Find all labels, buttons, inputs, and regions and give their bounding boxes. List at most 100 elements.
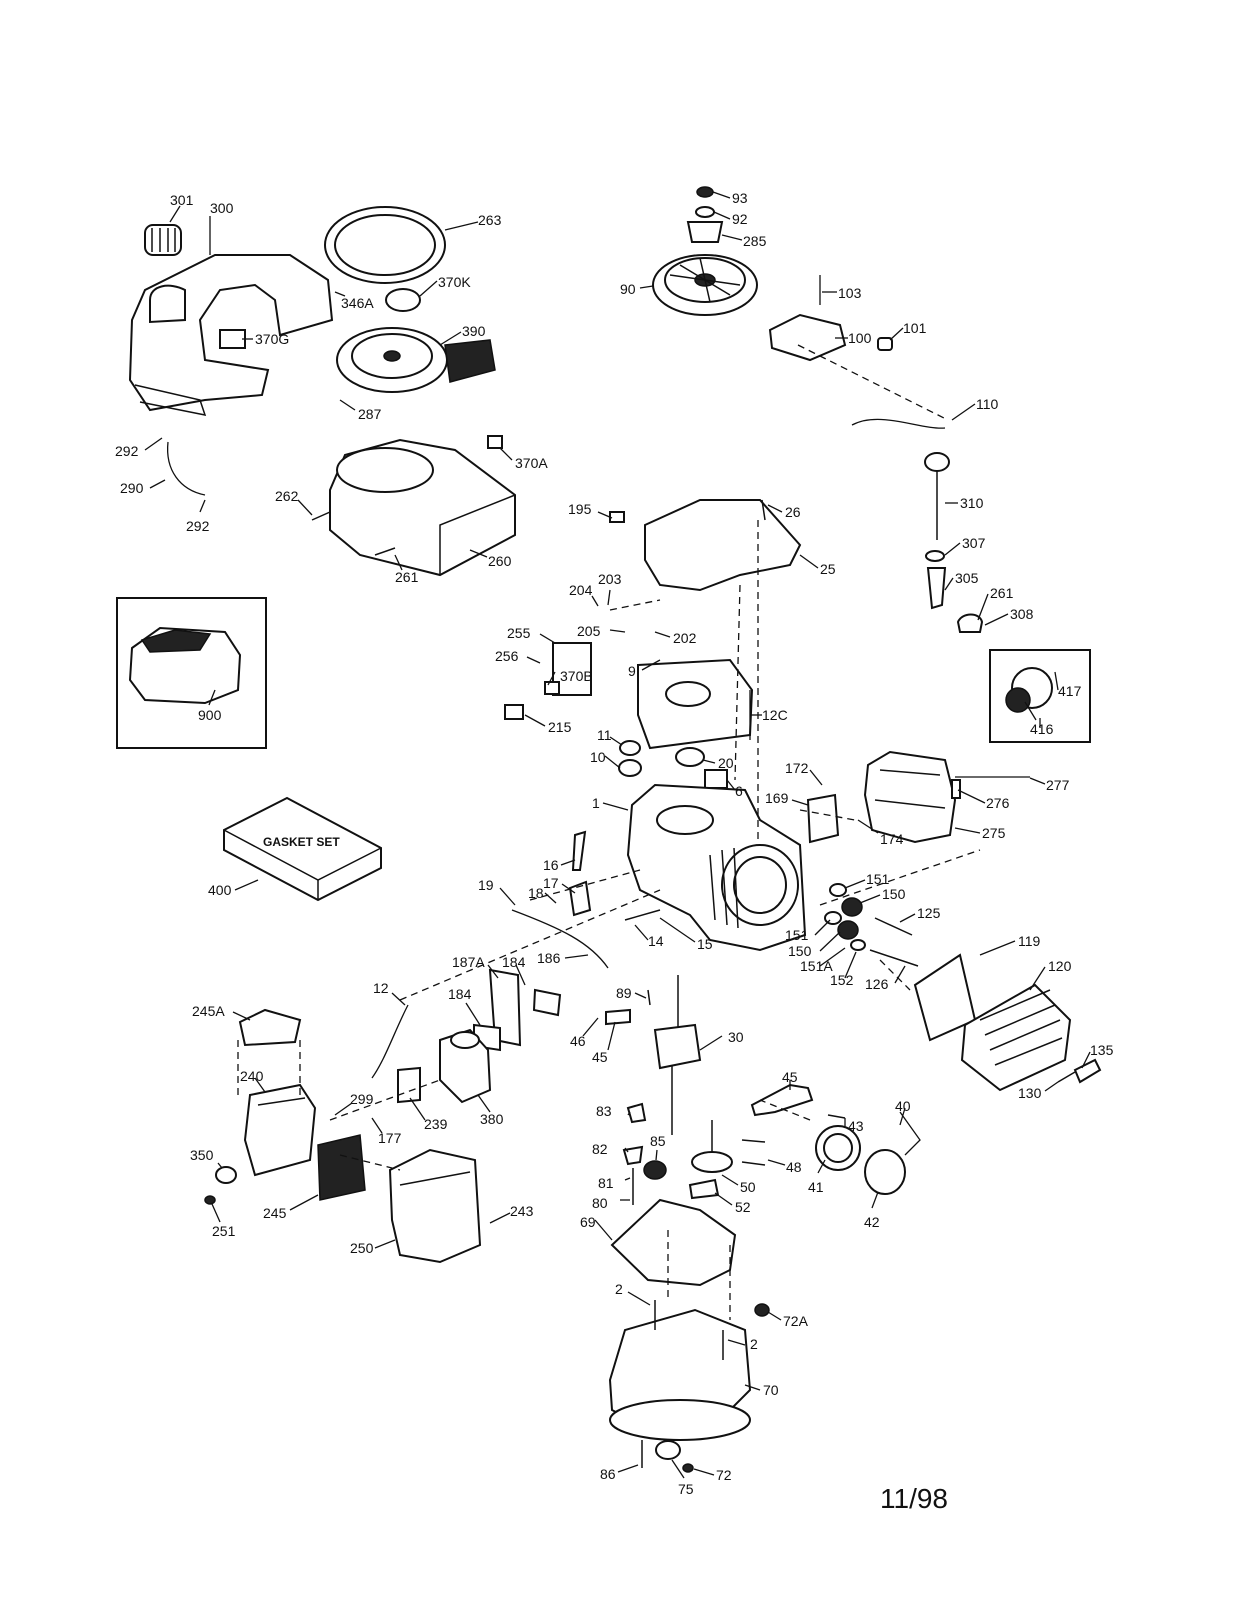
callout-350: 350 — [190, 1147, 214, 1163]
callout-307: 307 — [962, 535, 986, 551]
fuel-cap-drawing — [144, 224, 182, 256]
camshaft-drawing — [688, 1120, 733, 1200]
air-filter-cover-top-drawing — [238, 1008, 302, 1047]
callout-93: 93 — [732, 190, 748, 206]
block-6-drawing — [704, 769, 728, 789]
key-89-drawing — [647, 989, 651, 1006]
callout-103: 103 — [838, 285, 862, 301]
tappet-2-drawing — [741, 1161, 766, 1166]
callout-240: 240 — [240, 1068, 264, 1084]
callout-400: 400 — [208, 882, 232, 898]
engine-assembly-drawing — [128, 626, 242, 705]
cylinder-head-drawing — [960, 983, 1072, 1092]
callout-300: 300 — [210, 200, 234, 216]
callout-150a: 150 — [882, 886, 906, 902]
screw-26-drawing — [761, 499, 766, 521]
callout-100: 100 — [848, 330, 872, 346]
piston-pin-drawing — [827, 1114, 846, 1119]
callout-40: 40 — [895, 1098, 911, 1114]
callout-380: 380 — [480, 1111, 504, 1127]
callout-292b: 292 — [186, 518, 210, 534]
carburetor-drawing — [439, 1028, 492, 1104]
fuel-line-drawing — [167, 441, 206, 496]
seal-20-drawing — [675, 747, 705, 767]
callout-72: 72 — [716, 1467, 732, 1483]
callout-86: 86 — [600, 1466, 616, 1482]
callout-285: 285 — [743, 233, 767, 249]
callout-202: 202 — [673, 630, 697, 646]
callout-299: 299 — [350, 1091, 374, 1107]
revision-date: 11/98 — [880, 1483, 948, 1514]
callout-370b: 370B — [560, 668, 593, 684]
callout-900: 900 — [198, 707, 222, 723]
callout-18: 18 — [528, 885, 544, 901]
rewind-starter-drawing — [336, 327, 496, 393]
callout-20: 20 — [718, 755, 734, 771]
callout-346a: 346A — [341, 295, 374, 311]
sump-drawing — [608, 1308, 752, 1441]
callout-17: 17 — [543, 875, 559, 891]
lower-housing-plate-drawing — [644, 499, 802, 592]
callout-25: 25 — [820, 561, 836, 577]
spark-plug-drawing — [1073, 1058, 1102, 1084]
callout-82: 82 — [592, 1141, 608, 1157]
part-callouts: 301 300 263 93 92 285 370K 346A 90 103 3… — [115, 190, 1114, 1497]
tappet-drawing — [741, 1139, 766, 1143]
callout-2b: 2 — [750, 1336, 758, 1352]
callout-16: 16 — [543, 857, 559, 873]
callout-130: 130 — [1018, 1085, 1042, 1101]
callout-310: 310 — [960, 495, 984, 511]
callout-308: 308 — [1010, 606, 1034, 622]
callout-119: 119 — [1018, 933, 1041, 949]
part-drawings — [116, 186, 1102, 1473]
fuel-tank-drawing — [128, 254, 334, 416]
callout-2a: 2 — [615, 1281, 623, 1297]
label-370b-drawing — [544, 681, 560, 695]
flywheel-nut-drawing — [696, 186, 714, 198]
rod-cap-drawing — [605, 1008, 631, 1026]
assembly-lines — [237, 344, 981, 1320]
dipstick-drawing — [924, 452, 950, 540]
callout-261b: 261 — [990, 585, 1014, 601]
callout-370k: 370K — [438, 274, 471, 290]
governor-link-drawing — [511, 909, 609, 969]
callout-85: 85 — [650, 1133, 666, 1149]
callout-261a: 261 — [395, 569, 419, 585]
piston-rings-drawing — [864, 1149, 906, 1195]
callout-45a: 45 — [592, 1049, 608, 1065]
gasket-184-drawing — [532, 988, 562, 1017]
ring-gasket-drawing — [324, 206, 446, 284]
callout-42: 42 — [864, 1214, 880, 1230]
label-disc-drawing — [385, 288, 421, 312]
plug-72a-drawing — [754, 1303, 770, 1317]
callout-72a: 72A — [783, 1313, 809, 1329]
gear-85-drawing — [643, 1160, 667, 1180]
callout-10: 10 — [590, 749, 606, 765]
callout-276: 276 — [986, 795, 1010, 811]
leader-lines — [144, 191, 1091, 1479]
callout-370g: 370G — [255, 331, 289, 347]
callout-1: 1 — [592, 795, 600, 811]
callout-204: 204 — [569, 582, 593, 598]
callout-251: 251 — [212, 1223, 236, 1239]
breather-tube-drawing — [371, 1004, 409, 1079]
callout-69: 69 — [580, 1214, 596, 1230]
callout-245: 245 — [263, 1205, 287, 1221]
o-ring-drawing — [925, 550, 945, 562]
flywheel-drawing — [652, 254, 758, 316]
washer-drawing — [695, 206, 715, 218]
callout-43: 43 — [848, 1118, 864, 1134]
valve-126-drawing — [869, 949, 919, 967]
callout-151a: 151 — [866, 871, 890, 887]
callout-150b: 150 — [788, 943, 812, 959]
exhaust-deflector-drawing — [951, 779, 961, 799]
breather-fitting-drawing — [215, 1166, 237, 1184]
callout-81: 81 — [598, 1175, 614, 1191]
callout-203: 203 — [598, 571, 622, 587]
sump-gasket-drawing — [610, 1198, 737, 1287]
guard-screen-drawing — [1005, 687, 1031, 713]
callout-292a: 292 — [115, 443, 139, 459]
callout-70: 70 — [763, 1382, 779, 1398]
callout-417: 417 — [1058, 683, 1082, 699]
